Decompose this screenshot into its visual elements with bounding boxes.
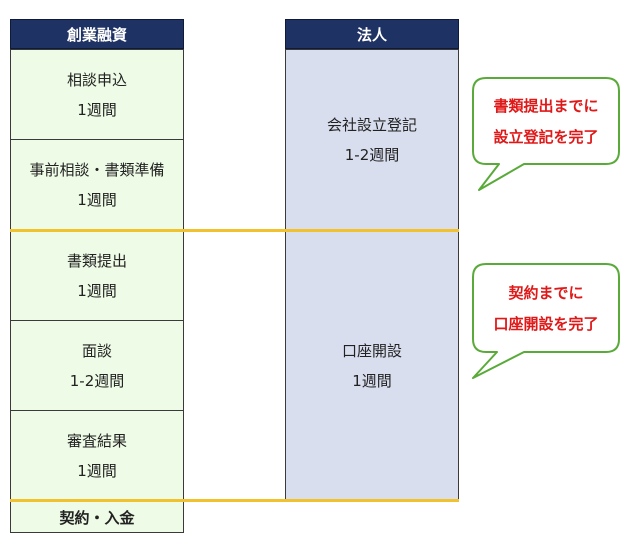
step-name: 審査結果 xyxy=(66,431,127,450)
step-duration: 1週間 xyxy=(77,461,117,480)
callout-line: 書類提出までに xyxy=(493,97,599,115)
left-column-header: 創業融資 xyxy=(10,19,184,49)
step-name: 事前相談・書類準備 xyxy=(29,160,165,179)
step-duration: 1週間 xyxy=(352,372,392,390)
step-bank-account: 口座開設 1週間 xyxy=(285,231,459,501)
callout-registration-text: 書類提出までに 設立登記を完了 xyxy=(473,80,619,164)
step-interview: 面談 1-2週間 xyxy=(10,320,184,411)
milestone-line-contract xyxy=(10,499,459,502)
callout-bubble-registration xyxy=(472,77,620,191)
step-duration: 1週間 xyxy=(77,282,117,300)
step-name: 会社設立登記 xyxy=(326,116,417,134)
step-duration: 1-2週間 xyxy=(344,146,400,164)
step-name: 書類提出 xyxy=(66,252,127,270)
step-name: 面談 xyxy=(81,341,112,360)
step-duration: 1-2週間 xyxy=(69,371,125,390)
milestone-line-document-submission xyxy=(10,229,459,232)
callout-bubble-account xyxy=(472,263,620,379)
callout-line: 契約までに xyxy=(508,284,584,302)
step-name: 相談申込 xyxy=(66,70,127,89)
callout-line: 口座開設を完了 xyxy=(493,315,599,333)
step-name: 口座開設 xyxy=(341,342,402,360)
step-duration: 1週間 xyxy=(77,190,117,209)
callout-line: 設立登記を完了 xyxy=(493,128,599,146)
step-duration: 1週間 xyxy=(77,100,117,119)
right-column-header: 法人 xyxy=(285,19,459,49)
step-consultation-application: 相談申込 1週間 xyxy=(10,49,184,140)
callout-account-text: 契約までに 口座開設を完了 xyxy=(473,266,619,352)
step-review-result: 審査結果 1週間 xyxy=(10,410,184,501)
